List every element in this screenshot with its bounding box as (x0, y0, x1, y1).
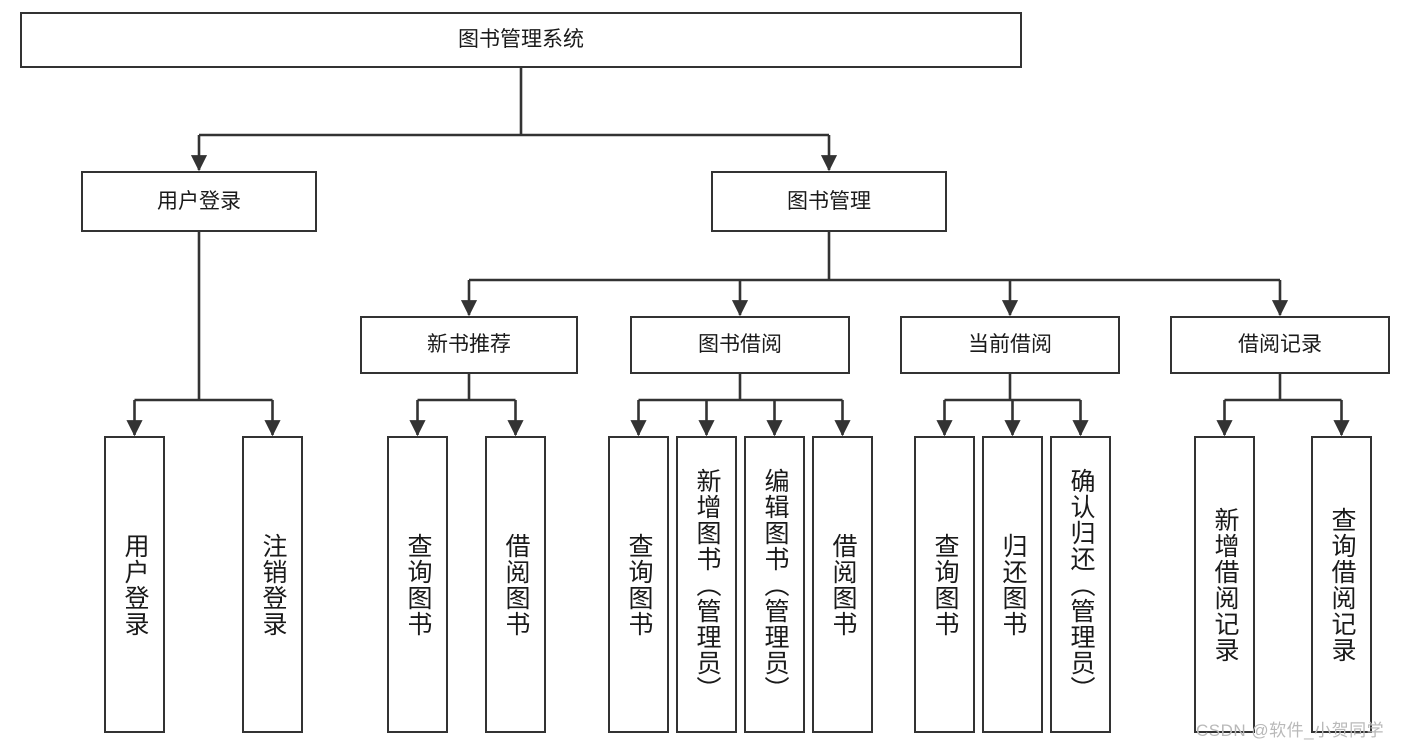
node-leaf-add-book[interactable]: 新增图书（管理员） (676, 436, 737, 733)
node-label-leaf-add-book: 新增图书（管理员） (693, 467, 721, 702)
node-leaf-query-book-bb[interactable]: 查询图书 (608, 436, 669, 733)
node-root[interactable]: 图书管理系统 (20, 12, 1022, 68)
node-label-book-borrow: 图书借阅 (698, 333, 782, 357)
node-label-leaf-confirm-return: 确认归还（管理员） (1067, 467, 1095, 702)
node-label-borrow-record: 借阅记录 (1238, 333, 1322, 357)
node-current-borrow[interactable]: 当前借阅 (900, 316, 1120, 374)
node-borrow-record[interactable]: 借阅记录 (1170, 316, 1390, 374)
node-book-manage[interactable]: 图书管理 (711, 171, 947, 232)
node-leaf-logout[interactable]: 注销登录 (242, 436, 303, 733)
node-leaf-query-book-cb[interactable]: 查询图书 (914, 436, 975, 733)
node-label-leaf-edit-book: 编辑图书（管理员） (761, 467, 789, 702)
node-book-borrow[interactable]: 图书借阅 (630, 316, 850, 374)
node-label-root: 图书管理系统 (458, 28, 584, 52)
node-label-user-login: 用户登录 (157, 189, 241, 213)
node-leaf-query-book-rec[interactable]: 查询图书 (387, 436, 448, 733)
node-leaf-add-borrow-record[interactable]: 新增借阅记录 (1194, 436, 1255, 733)
csdn-watermark: CSDN @软件_小贺同学 (1196, 721, 1385, 740)
node-label-current-borrow: 当前借阅 (968, 333, 1052, 357)
node-new-book-recommend[interactable]: 新书推荐 (360, 316, 578, 374)
node-label-book-manage: 图书管理 (787, 189, 871, 213)
node-leaf-borrow-book-bb[interactable]: 借阅图书 (812, 436, 873, 733)
node-leaf-query-borrow-record[interactable]: 查询借阅记录 (1311, 436, 1372, 733)
node-label-leaf-borrow-book-rec: 借阅图书 (502, 532, 530, 637)
node-leaf-user-login[interactable]: 用户登录 (104, 436, 165, 733)
node-label-leaf-query-borrow-record: 查询借阅记录 (1328, 506, 1356, 663)
node-leaf-edit-book[interactable]: 编辑图书（管理员） (744, 436, 805, 733)
node-label-leaf-add-borrow-record: 新增借阅记录 (1211, 506, 1239, 663)
node-label-new-book-recommend: 新书推荐 (427, 333, 511, 357)
node-label-leaf-borrow-book-bb: 借阅图书 (829, 532, 857, 637)
node-label-leaf-query-book-cb: 查询图书 (931, 532, 959, 637)
node-label-leaf-query-book-rec: 查询图书 (404, 532, 432, 637)
node-leaf-borrow-book-rec[interactable]: 借阅图书 (485, 436, 546, 733)
node-user-login[interactable]: 用户登录 (81, 171, 317, 232)
node-label-leaf-return-book: 归还图书 (999, 532, 1027, 637)
node-label-leaf-user-login: 用户登录 (121, 532, 149, 637)
node-label-leaf-query-book-bb: 查询图书 (625, 532, 653, 637)
node-leaf-confirm-return[interactable]: 确认归还（管理员） (1050, 436, 1111, 733)
node-label-leaf-logout: 注销登录 (259, 532, 287, 637)
node-leaf-return-book[interactable]: 归还图书 (982, 436, 1043, 733)
